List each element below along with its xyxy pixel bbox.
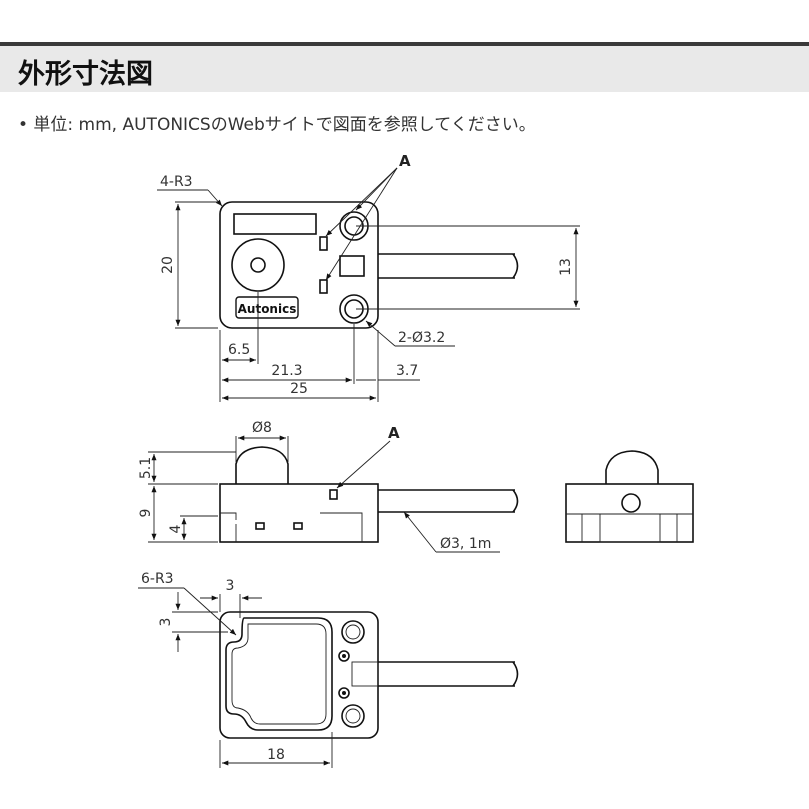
side-screw-1 bbox=[255, 522, 265, 530]
section-header: 外形寸法図 bbox=[0, 42, 809, 92]
top-corner-radius-label: 4-R3 bbox=[160, 174, 193, 190]
side-cable-end bbox=[512, 489, 519, 513]
bottom-hole-upper-inner bbox=[345, 624, 361, 640]
bottom-corner-radius-label: 6-R3 bbox=[141, 571, 174, 587]
bottom-hole-lower-inner bbox=[345, 708, 361, 724]
bottom-view: 6-R3 3 3 18 bbox=[138, 571, 519, 768]
side-cable-label: Ø3, 1m bbox=[440, 536, 491, 552]
side-dim-5-1: 5.1 bbox=[138, 457, 154, 479]
side-point-a-label: A bbox=[388, 424, 400, 442]
bottom-recess-outer bbox=[225, 617, 333, 731]
bottom-screw-2 bbox=[338, 687, 350, 699]
bottom-dim-3-v: 3 bbox=[158, 618, 174, 627]
top-hole-label: 2-Ø3.2 bbox=[398, 330, 445, 346]
bottom-cable bbox=[378, 661, 515, 687]
side-led bbox=[329, 489, 338, 500]
side-diameter-label: Ø8 bbox=[252, 420, 272, 436]
end-view bbox=[565, 450, 694, 543]
top-dim-25: 25 bbox=[290, 381, 308, 397]
top-led-2 bbox=[319, 279, 328, 294]
top-led-1 bbox=[319, 236, 328, 251]
side-lens-dome bbox=[235, 446, 289, 484]
top-lens-inner bbox=[250, 257, 266, 273]
top-lens-outer bbox=[231, 238, 285, 292]
top-cable bbox=[378, 253, 515, 279]
bottom-screw-1 bbox=[338, 650, 350, 662]
top-hole-spacing-label: 13 bbox=[558, 258, 574, 276]
top-dim-21-3: 21.3 bbox=[271, 363, 302, 379]
unit-note: • 単位: mm, AUTONICSのWebサイトで図面を参照してください。 bbox=[18, 115, 536, 135]
bottom-hole-lower-outer bbox=[341, 704, 365, 728]
side-cable bbox=[378, 489, 515, 513]
bottom-hole-upper-outer bbox=[341, 620, 365, 644]
top-cable-end bbox=[512, 253, 519, 279]
brand-logo: Autonics bbox=[238, 302, 297, 316]
top-point-a-label: A bbox=[399, 152, 411, 170]
top-brand-plate bbox=[235, 296, 299, 319]
side-screw-2 bbox=[293, 522, 303, 530]
end-cable-hole bbox=[621, 493, 641, 513]
bottom-cable-end bbox=[512, 661, 519, 687]
top-cable-block bbox=[339, 255, 365, 277]
top-label-window bbox=[233, 213, 317, 235]
bottom-cable-block bbox=[351, 661, 379, 687]
bottom-dim-3-h: 3 bbox=[226, 578, 235, 594]
end-lens-dome bbox=[605, 450, 659, 484]
end-body bbox=[565, 483, 694, 543]
top-view: Autonics A 4-R3 20 13 2-Ø3.2 bbox=[157, 152, 580, 402]
top-height-label: 20 bbox=[160, 256, 176, 274]
side-dim-4: 4 bbox=[168, 524, 184, 533]
bottom-recess-inner bbox=[231, 623, 327, 725]
side-dim-9: 9 bbox=[138, 509, 154, 518]
top-dim-3-7: 3.7 bbox=[396, 363, 418, 379]
side-view: Ø8 A 5.1 9 4 Ø3, 1m bbox=[138, 420, 519, 553]
top-dim-6-5: 6.5 bbox=[228, 342, 250, 358]
bottom-dim-18: 18 bbox=[267, 747, 285, 763]
section-title: 外形寸法図 bbox=[18, 59, 153, 90]
top-body bbox=[219, 201, 379, 329]
